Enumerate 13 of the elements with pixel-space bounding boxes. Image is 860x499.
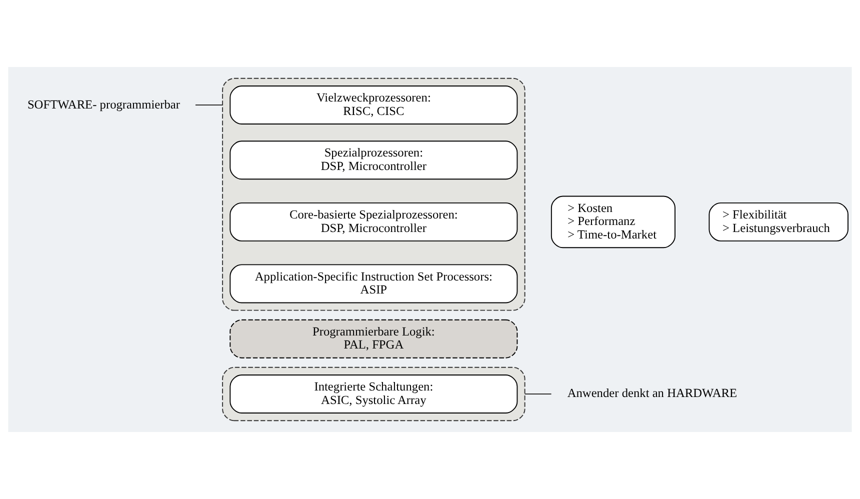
node-text: Anwender denkt an HARDWARE [567,386,738,400]
node-box: Vielzweckprozessoren: RISC, CISC [230,86,518,124]
node-box: > Kosten > Performanz > Time-to-Market [550,196,676,248]
node-text: SOFTWARE- programmierbar [27,97,180,112]
node-box: Integrierte Schaltungen: ASIC, Systolic Array [230,374,518,414]
cluster [222,366,526,422]
node-box: Programmierbare Logik: PAL, FPGA [230,319,518,358]
node-box: > Flexibilität > Leistungsverbrauch [708,202,848,242]
connector [195,104,224,106]
node-box: Application-Specific Instruction Set Processors: ASIP [230,264,518,304]
node-box: Core-basierte Spezialprozessoren: DSP, Microcontroller [230,202,518,242]
cluster [222,78,526,311]
node-box: Spezialprozessoren: DSP, Microcontroller [230,140,518,180]
